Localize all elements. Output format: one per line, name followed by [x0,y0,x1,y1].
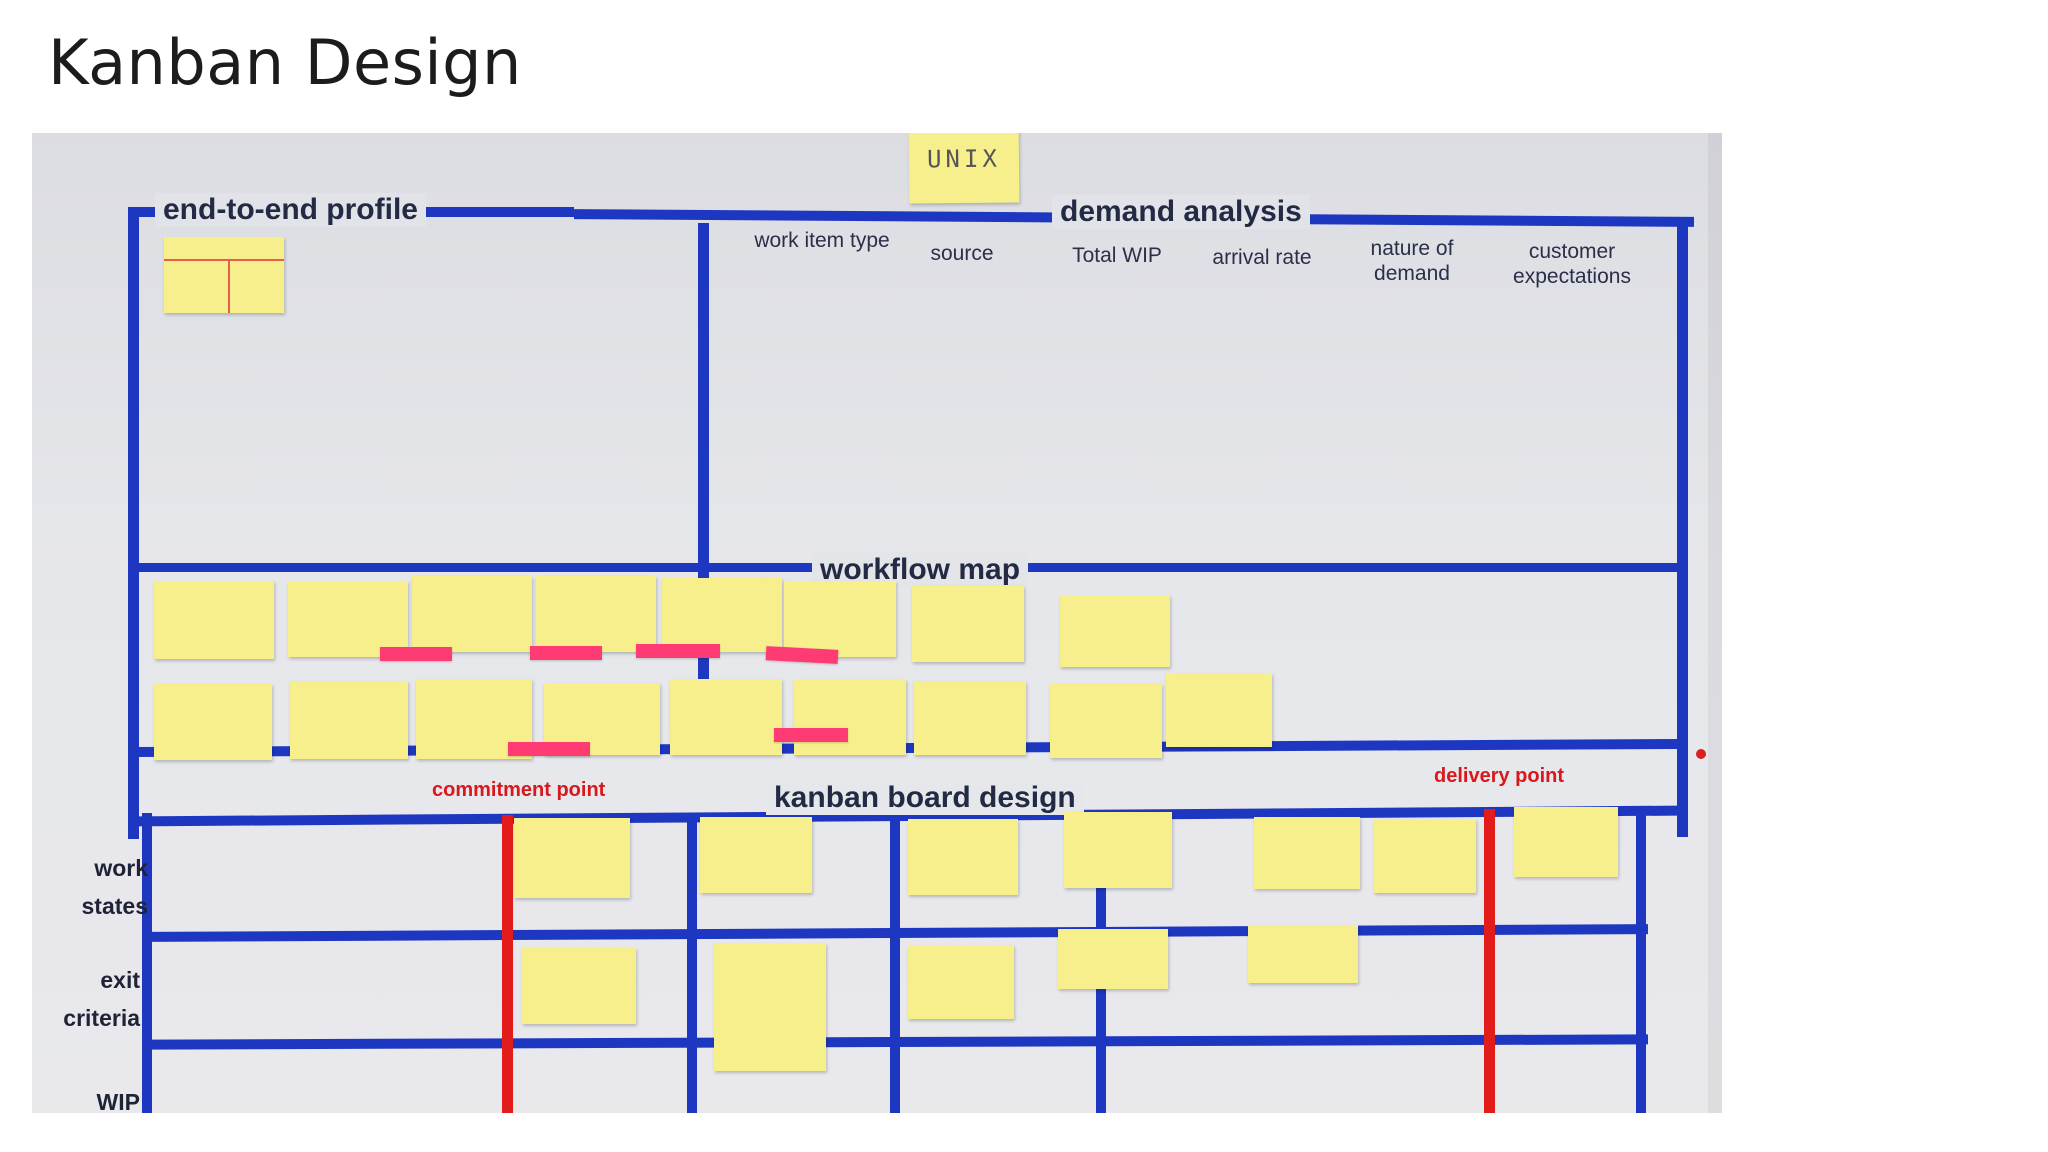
workflow-note [794,679,906,755]
workflow-note [412,576,532,652]
work-state-note [908,819,1018,895]
demand-col-customer-expectations: customer expectations [1513,240,1631,288]
workflow-note [784,581,896,657]
exit-criteria-note [1248,925,1358,983]
board-photo: end-to-end profile demand analysis work … [32,133,1722,1113]
exit-criteria-note [714,943,826,1071]
workflow-note [536,576,656,652]
demand-col-total-wip: Total WIP [1072,244,1162,267]
tape-kanban-col [687,813,697,1113]
work-state-note [1254,817,1360,889]
kanban-board-design-label: kanban board design [766,781,1084,815]
time-flag [765,646,839,664]
time-flag [530,646,602,660]
unix-sticky-note: UNIX [908,133,1020,204]
push-pin-icon [1696,749,1706,759]
delivery-point-label: delivery point [1434,765,1565,787]
time-flag [636,644,720,658]
work-state-note [1514,807,1618,877]
end-to-end-profile-label: end-to-end profile [155,193,426,227]
time-flag [380,647,452,661]
commitment-point-tape [502,815,513,1113]
tape-kanban-col [890,813,900,1113]
workflow-note [154,581,274,659]
tape-kanban-left [142,813,152,1113]
time-flag [508,742,590,756]
demand-col-work-item-type: work item type [754,229,890,252]
workflow-note [914,681,1026,755]
workflow-note [1060,595,1170,667]
demand-col-nature-of-demand: nature of demand [1370,237,1454,285]
workflow-map-label: workflow map [812,553,1029,587]
tape-profile-divider [698,223,709,703]
profile-sticky-divider-h [164,259,284,261]
row-label-wip: WIP [96,1089,140,1113]
work-state-note [1064,812,1172,888]
demand-analysis-label: demand analysis [1052,195,1310,229]
workflow-note [290,681,408,759]
workflow-note [912,586,1024,662]
workflow-note [1050,684,1162,758]
demand-col-arrival-rate: arrival rate [1212,246,1312,269]
work-state-note [1374,819,1476,893]
work-state-note [700,817,812,893]
unix-sticky-text: UNIX [926,144,1001,174]
row-label-exit-criteria: exit criteria [63,967,140,1031]
tape-right-outer [1677,217,1688,837]
workflow-note [288,581,408,657]
profile-sticky-divider-v [228,259,230,313]
commitment-point-label: commitment point [432,779,606,801]
workflow-note [154,684,272,760]
workflow-note [670,679,782,755]
exit-criteria-note [908,945,1014,1019]
tape-kanban-right [1636,811,1646,1113]
time-flag [774,728,848,742]
photo-edge-shadow [1708,133,1722,1113]
demand-col-source: source [930,242,994,265]
exit-criteria-note [1058,929,1168,989]
exit-criteria-note [522,948,636,1024]
workflow-note [662,578,782,652]
work-state-note [514,818,630,898]
profile-sticky-note [164,237,284,313]
delivery-point-tape [1484,809,1495,1113]
slide-title: Kanban Design [48,26,522,99]
tape-left-outer [128,207,139,839]
workflow-note [1166,673,1272,747]
row-label-work-states: work states [81,855,148,919]
